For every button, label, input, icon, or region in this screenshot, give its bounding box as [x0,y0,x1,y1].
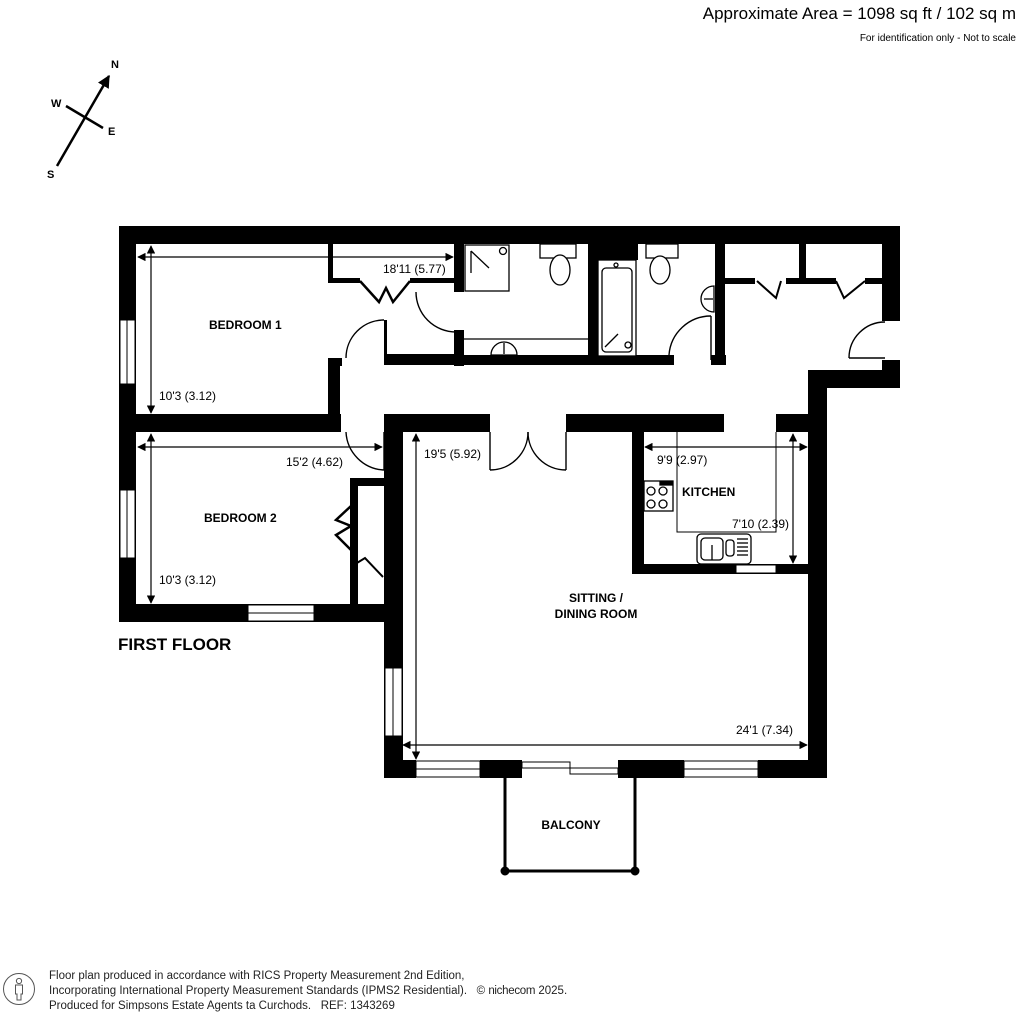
compass-west: W [51,98,62,110]
room-label-bedroom-2: BEDROOM 2 [204,511,277,525]
dimension-bedroom-1-depth: 10'3 (3.12) [159,389,216,403]
footer: Floor plan produced in accordance with R… [0,968,700,1018]
approximate-area: Approximate Area = 1098 sq ft / 102 sq m [702,4,1016,23]
dimension-bedroom-2-depth: 10'3 (3.12) [159,573,216,587]
copyright-year: 2025. [538,985,568,997]
walls [119,226,900,778]
dimension-lines [137,245,808,760]
dimension-kitchen-width: 9'9 (2.97) [657,453,707,467]
compass-north: N [111,59,119,71]
doors [333,280,886,578]
room-label-dining-room: DINING ROOM [555,607,638,621]
balcony [500,778,640,876]
compass-icon: N W E S [47,59,119,181]
room-label-sitting: SITTING / [569,591,624,605]
compass-east: E [108,126,115,138]
person-info-icon [3,973,35,1005]
dimension-sitting-width: 24'1 (7.34) [736,723,793,737]
footer-line-1: Floor plan produced in accordance with R… [49,970,465,982]
dimension-kitchen-depth: 7'10 (2.39) [732,517,789,531]
room-label-balcony: BALCONY [541,818,600,832]
dimension-bedroom-2-width: 15'2 (4.62) [286,455,343,469]
reference-number: REF: 1343269 [320,1000,395,1012]
footer-ipms: Incorporating International Property Mea… [49,985,468,997]
room-label-bedroom-1: BEDROOM 1 [209,318,282,332]
room-label-kitchen: KITCHEN [682,485,735,499]
footer-line-3: Produced for Simpsons Estate Agents ta C… [49,999,567,1014]
brand-logo: nichecom [488,985,536,997]
floor-label: FIRST FLOOR [118,635,231,654]
footer-text: Floor plan produced in accordance with R… [49,969,567,1014]
footer-line-2: Incorporating International Property Mea… [49,984,567,999]
produced-for: Produced for Simpsons Estate Agents ta C… [49,1000,312,1012]
scale-disclaimer: For identification only - Not to scale [859,33,1016,44]
copyright-symbol: © [476,985,486,997]
windows [119,319,777,778]
fixtures [464,243,777,565]
dimension-sitting-depth: 19'5 (5.92) [424,447,481,461]
compass-south: S [47,169,54,181]
dimension-bedroom-1-width: 18'11 (5.77) [383,262,446,276]
